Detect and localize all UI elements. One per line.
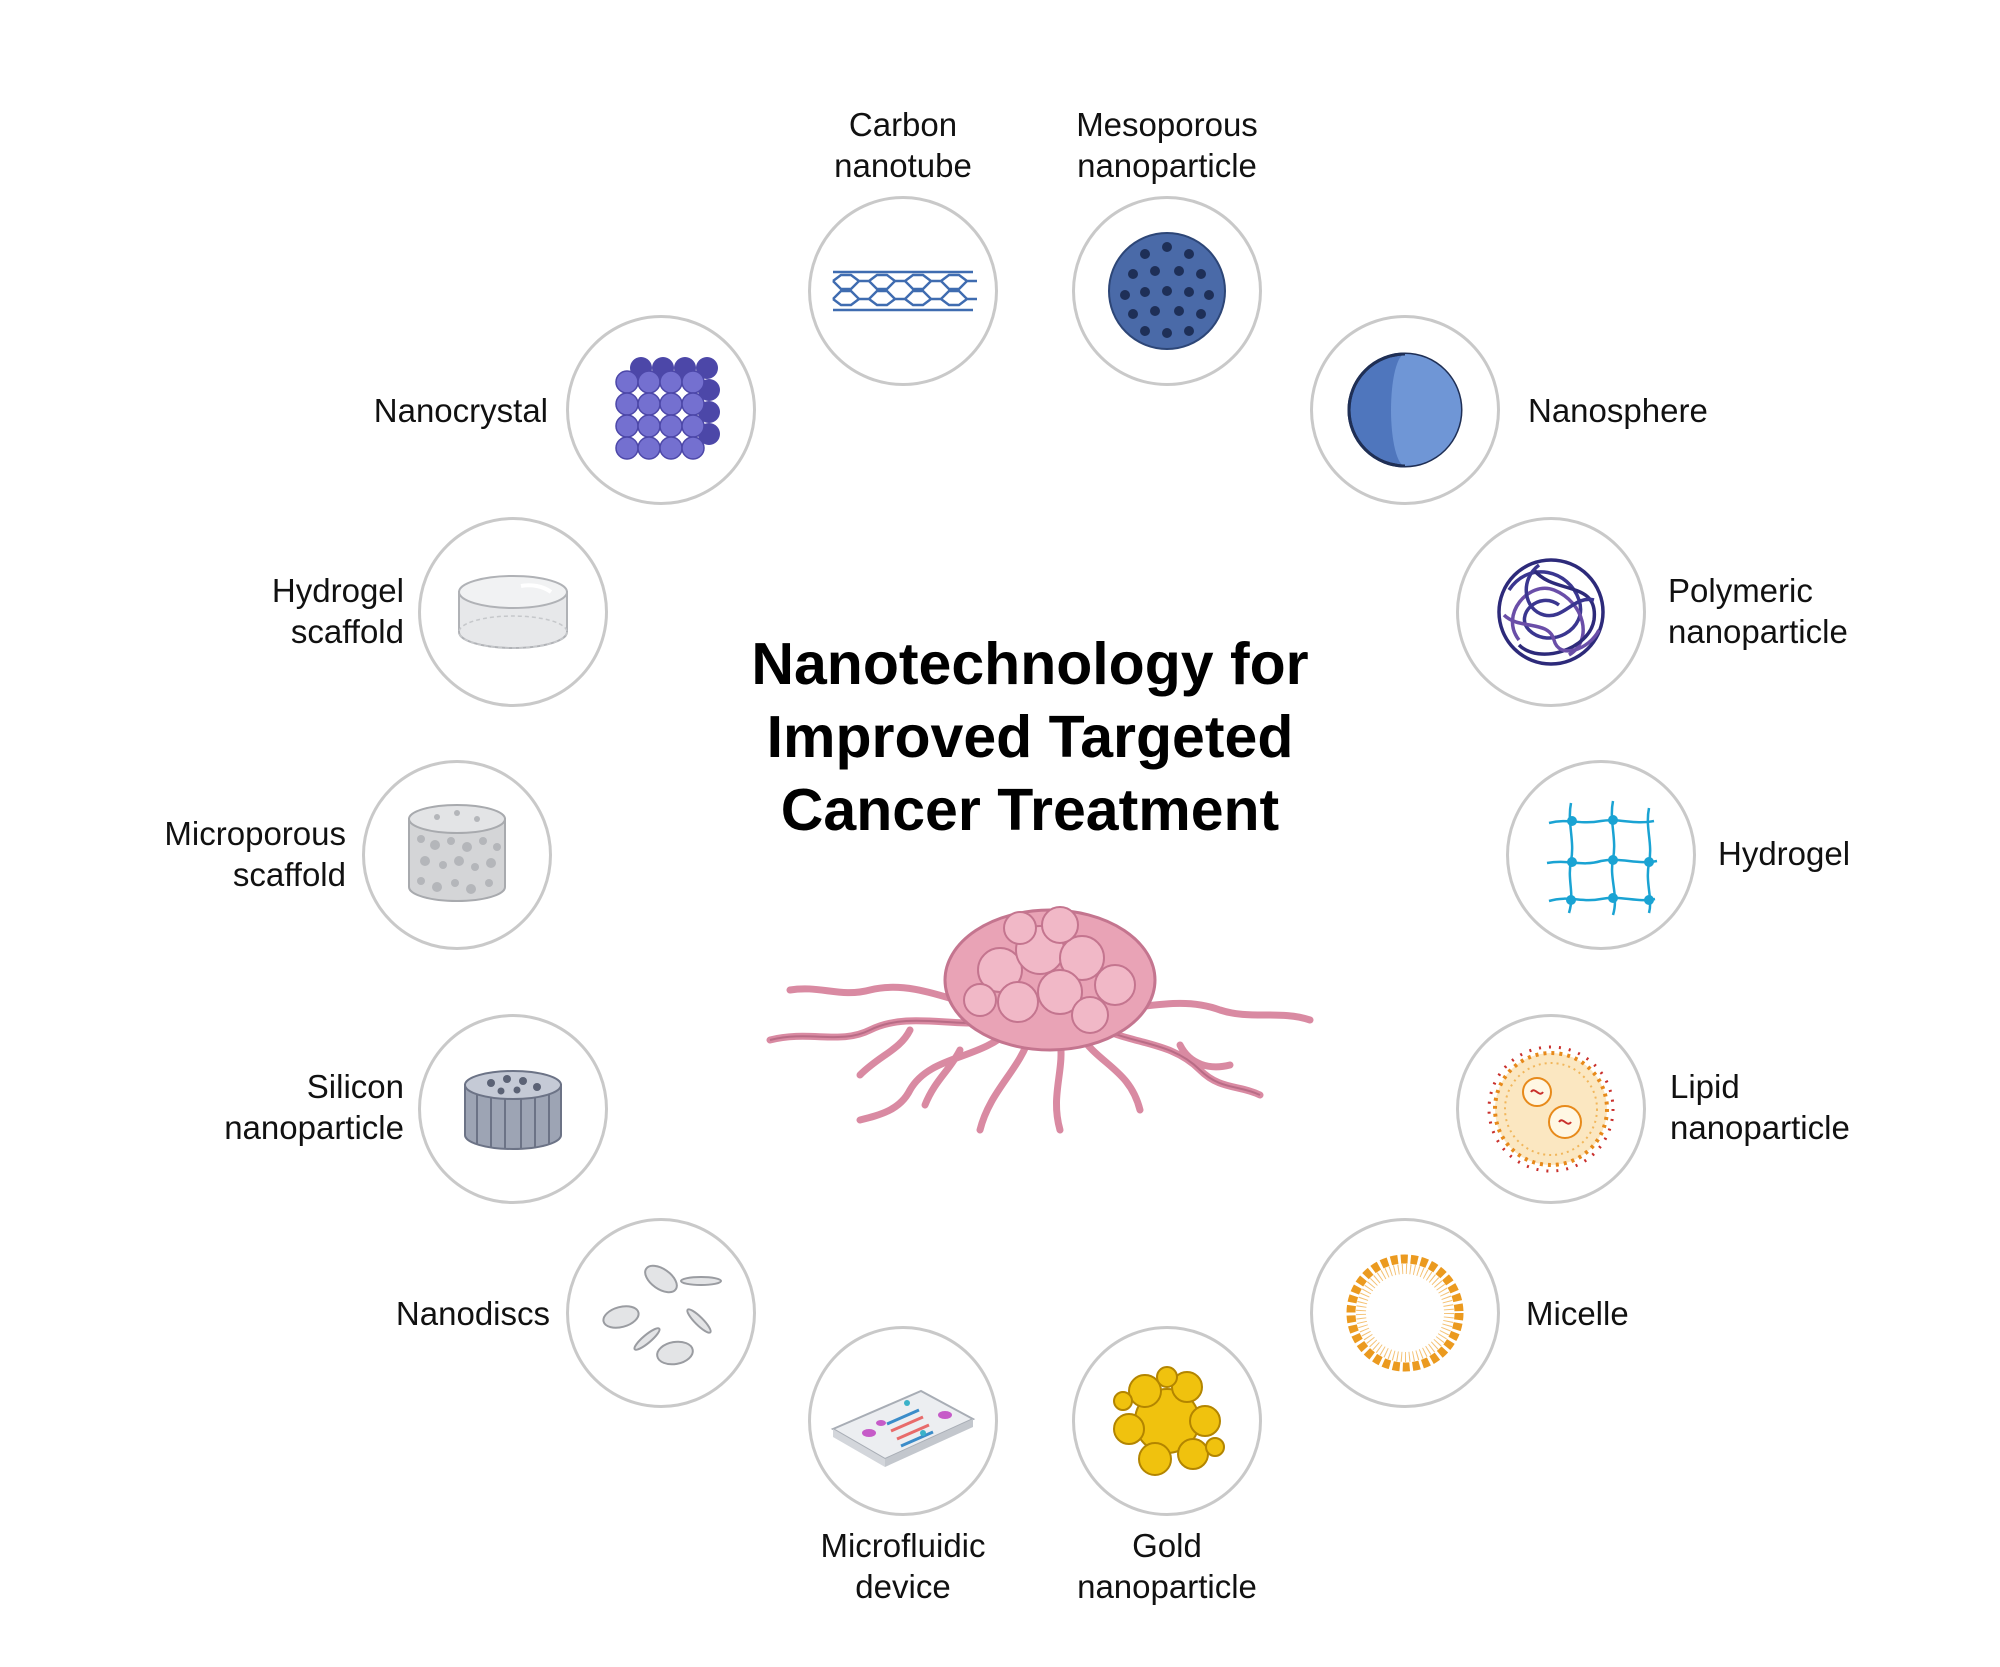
- label-line: Silicon: [306, 1068, 404, 1105]
- label-nanocrystal: Nanocrystal: [374, 390, 548, 431]
- title-line: Nanotechnology for: [751, 631, 1309, 697]
- label-nanodiscs: Nanodiscs: [396, 1293, 550, 1334]
- hydrogel-icon: [1546, 800, 1658, 916]
- microfluidic-device-icon: [830, 1389, 976, 1467]
- label-line: nanoparticle: [1077, 1568, 1257, 1605]
- label-gold-nanoparticle: Gold nanoparticle: [1077, 1525, 1257, 1607]
- silicon-nanoparticle-icon: [464, 1070, 562, 1150]
- title-line: Improved Targeted: [766, 704, 1294, 770]
- diagram-title: Nanotechnology for Improved Targeted Can…: [650, 628, 1410, 847]
- hydrogel-scaffold-icon: [458, 575, 568, 649]
- label-line: Micelle: [1526, 1295, 1629, 1332]
- nanocrystal-node: [566, 315, 756, 505]
- label-line: scaffold: [232, 856, 346, 893]
- label-hydrogel: Hydrogel: [1718, 833, 1850, 874]
- label-line: nanoparticle: [1670, 1109, 1850, 1146]
- label-line: Nanocrystal: [373, 392, 548, 429]
- hydrogel-scaffold-node: [418, 517, 608, 707]
- label-line: Microporous: [164, 815, 346, 852]
- label-micelle: Micelle: [1526, 1293, 1629, 1334]
- mesoporous-nanoparticle-node: [1072, 196, 1262, 386]
- nanocrystal-icon: [615, 357, 720, 460]
- label-mesoporous-nanoparticle: Mesoporous nanoparticle: [1076, 104, 1258, 186]
- lipid-nanoparticle-icon: [1487, 1045, 1615, 1173]
- label-line: Polymeric: [1668, 572, 1813, 609]
- polymeric-nanoparticle-node: [1456, 517, 1646, 707]
- label-silicon-nanoparticle: Silicon nanoparticle: [224, 1066, 404, 1148]
- microporous-scaffold-node: [362, 760, 552, 950]
- label-line: Nanodiscs: [395, 1295, 550, 1332]
- micelle-icon: [1346, 1254, 1464, 1372]
- silicon-nanoparticle-node: [418, 1014, 608, 1204]
- label-polymeric-nanoparticle: Polymeric nanoparticle: [1668, 570, 1848, 652]
- gold-nanoparticle-node: [1072, 1326, 1262, 1516]
- nanodiscs-node: [566, 1218, 756, 1408]
- label-line: nanoparticle: [224, 1109, 404, 1146]
- label-line: device: [855, 1568, 951, 1605]
- mesoporous-nanoparticle-icon: [1108, 232, 1226, 350]
- label-line: Mesoporous: [1076, 106, 1258, 143]
- label-line: Hydrogel: [1718, 835, 1851, 872]
- title-line: Cancer Treatment: [780, 777, 1280, 843]
- label-line: nanoparticle: [1668, 613, 1848, 650]
- label-line: scaffold: [290, 613, 404, 650]
- lipid-nanoparticle-node: [1456, 1014, 1646, 1204]
- label-microporous-scaffold: Microporous scaffold: [164, 813, 346, 895]
- carbon-nanotube-icon: [832, 270, 977, 312]
- label-line: Gold: [1132, 1527, 1202, 1564]
- nanosphere-icon: [1347, 352, 1463, 468]
- label-line: Nanosphere: [1528, 392, 1708, 429]
- microfluidic-device-node: [808, 1326, 998, 1516]
- hydrogel-node: [1506, 760, 1696, 950]
- label-nanosphere: Nanosphere: [1528, 390, 1708, 431]
- label-hydrogel-scaffold: Hydrogel scaffold: [272, 570, 404, 652]
- micelle-node: [1310, 1218, 1500, 1408]
- tumor-illustration: [766, 906, 1314, 1134]
- label-line: Microfluidic: [820, 1527, 986, 1564]
- nanosphere-node: [1310, 315, 1500, 505]
- label-line: Hydrogel: [271, 572, 404, 609]
- polymeric-nanoparticle-icon: [1497, 558, 1605, 666]
- nanodiscs-icon: [602, 1264, 722, 1366]
- label-line: Carbon: [848, 106, 958, 143]
- label-line: nanoparticle: [1077, 147, 1257, 184]
- label-line: Lipid: [1670, 1068, 1740, 1105]
- label-line: nanotube: [834, 147, 972, 184]
- label-carbon-nanotube: Carbon nanotube: [834, 104, 972, 186]
- microporous-scaffold-icon: [408, 804, 506, 902]
- carbon-nanotube-node: [808, 196, 998, 386]
- label-microfluidic-device: Microfluidic device: [820, 1525, 985, 1607]
- label-lipid-nanoparticle: Lipid nanoparticle: [1670, 1066, 1850, 1148]
- gold-nanoparticle-icon: [1113, 1366, 1225, 1476]
